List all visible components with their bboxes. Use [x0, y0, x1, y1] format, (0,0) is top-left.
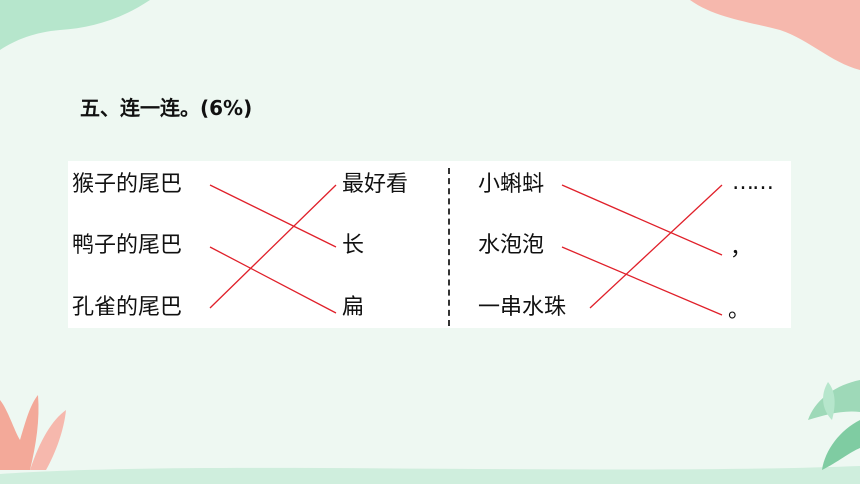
right-match-line-0	[561, 184, 723, 256]
top-right-coral-shape	[690, 0, 860, 70]
left-description-1: 长	[342, 233, 365, 258]
left-subject-2: 孔雀的尾巴	[72, 295, 183, 320]
right-symbol-1: ，	[730, 236, 753, 261]
bottom-wave	[0, 466, 860, 484]
left-subject-0: 猴子的尾巴	[72, 172, 183, 197]
bottom-left-coral-leaves	[0, 395, 39, 470]
left-match-line-1	[209, 246, 337, 314]
right-word-1: 水泡泡	[478, 233, 545, 258]
bottom-right-palm-leaf-3	[823, 382, 835, 420]
dashed-divider	[448, 168, 450, 326]
right-symbol-2: 。	[728, 298, 751, 323]
left-subject-1: 鸭子的尾巴	[72, 233, 183, 258]
matching-panel	[68, 161, 791, 328]
right-symbol-0: ……	[732, 170, 774, 195]
bottom-right-palm-leaf-2	[822, 420, 860, 470]
left-match-line-2	[209, 184, 337, 309]
question-title: 五、连一连。(6%)	[80, 96, 253, 120]
right-word-2: 一串水珠	[478, 295, 567, 320]
right-match-line-2	[589, 184, 723, 309]
bottom-left-coral-leaves-2	[30, 410, 66, 470]
right-match-line-1	[561, 246, 723, 316]
left-match-line-0	[209, 184, 337, 248]
top-left-wave-shape	[0, 0, 150, 50]
left-description-2: 扁	[342, 295, 365, 320]
left-description-0: 最好看	[342, 172, 409, 197]
right-word-0: 小蝌蚪	[478, 172, 545, 197]
